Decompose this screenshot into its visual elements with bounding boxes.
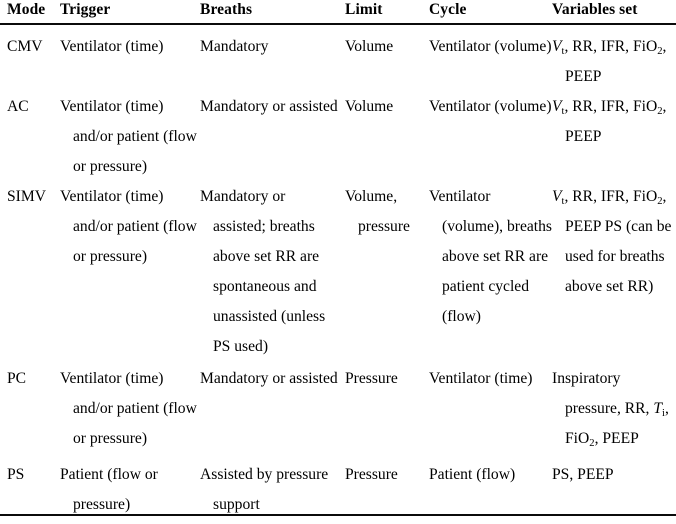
cell-mode: PC <box>7 370 27 387</box>
cell-mode: CMV <box>7 38 43 55</box>
cell-cycle: Ventilator (volume) <box>429 38 552 55</box>
table-row: CMV Ventilator (time) Mandatory Volume V… <box>0 24 676 92</box>
cell-variables: Vt, RR, IFR, FiO2, PEEP <box>552 98 667 145</box>
cell-limit: Volume, pressure <box>345 188 410 235</box>
cell-trigger: Ventilator (time) <box>60 38 164 55</box>
table-header: Mode Trigger Breaths Limit Cycle Variabl… <box>0 0 676 25</box>
table-body: CMV Ventilator (time) Mandatory Volume V… <box>0 24 676 524</box>
cell-trigger: Ventilator (time) and/or patient (flow o… <box>60 370 197 447</box>
cell-cycle: Ventilator (volume), breaths above set R… <box>429 188 552 325</box>
cell-trigger: Ventilator (time) and/or patient (flow o… <box>60 98 197 175</box>
table-row: AC Ventilator (time) and/or patient (flo… <box>0 92 676 182</box>
cell-limit: Pressure <box>345 466 398 483</box>
cell-limit: Volume <box>345 98 394 115</box>
table-bottom-rule <box>0 513 676 516</box>
cell-trigger: Patient (flow or pressure) <box>60 466 158 513</box>
cell-variables: PS, PEEP <box>552 466 614 483</box>
column-header-trigger: Trigger <box>52 0 200 25</box>
cell-breaths: Mandatory <box>200 38 269 55</box>
cell-breaths: Mandatory or assisted <box>200 98 338 115</box>
cell-breaths: Mandatory or assisted; breaths above set… <box>200 188 326 355</box>
column-header-variables-set: Variables set <box>552 0 676 25</box>
cell-variables: Vt, RR, IFR, FiO2, PEEP <box>552 38 667 85</box>
cell-limit: Pressure <box>345 370 398 387</box>
table-row: PC Ventilator (time) and/or patient (flo… <box>0 364 676 460</box>
cell-mode: SIMV <box>7 188 46 205</box>
cell-limit: Volume <box>345 38 394 55</box>
column-header-breaths: Breaths <box>200 0 342 25</box>
column-header-mode: Mode <box>0 0 52 25</box>
table-row: PS Patient (flow or pressure) Assisted b… <box>0 460 676 524</box>
cell-mode: AC <box>7 98 29 115</box>
column-header-cycle: Cycle <box>429 0 552 25</box>
column-header-limit: Limit <box>342 0 429 25</box>
cell-cycle: Ventilator (time) <box>429 370 533 387</box>
table-row: SIMV Ventilator (time) and/or patient (f… <box>0 182 676 364</box>
cell-cycle: Ventilator (volume) <box>429 98 552 115</box>
cell-variables: Inspiratory pressure, RR, Ti, FiO2, PEEP <box>552 370 669 449</box>
table-header-row: Mode Trigger Breaths Limit Cycle Variabl… <box>0 0 676 25</box>
cell-trigger: Ventilator (time) and/or patient (flow o… <box>60 188 197 265</box>
cell-breaths: Mandatory or assisted <box>200 370 338 387</box>
cell-cycle: Patient (flow) <box>429 466 516 483</box>
cell-mode: PS <box>7 466 25 483</box>
cell-variables: Vt, RR, IFR, FiO2, PEEP PS (can be used … <box>552 188 672 295</box>
cell-breaths: Assisted by pressure support <box>200 466 329 513</box>
